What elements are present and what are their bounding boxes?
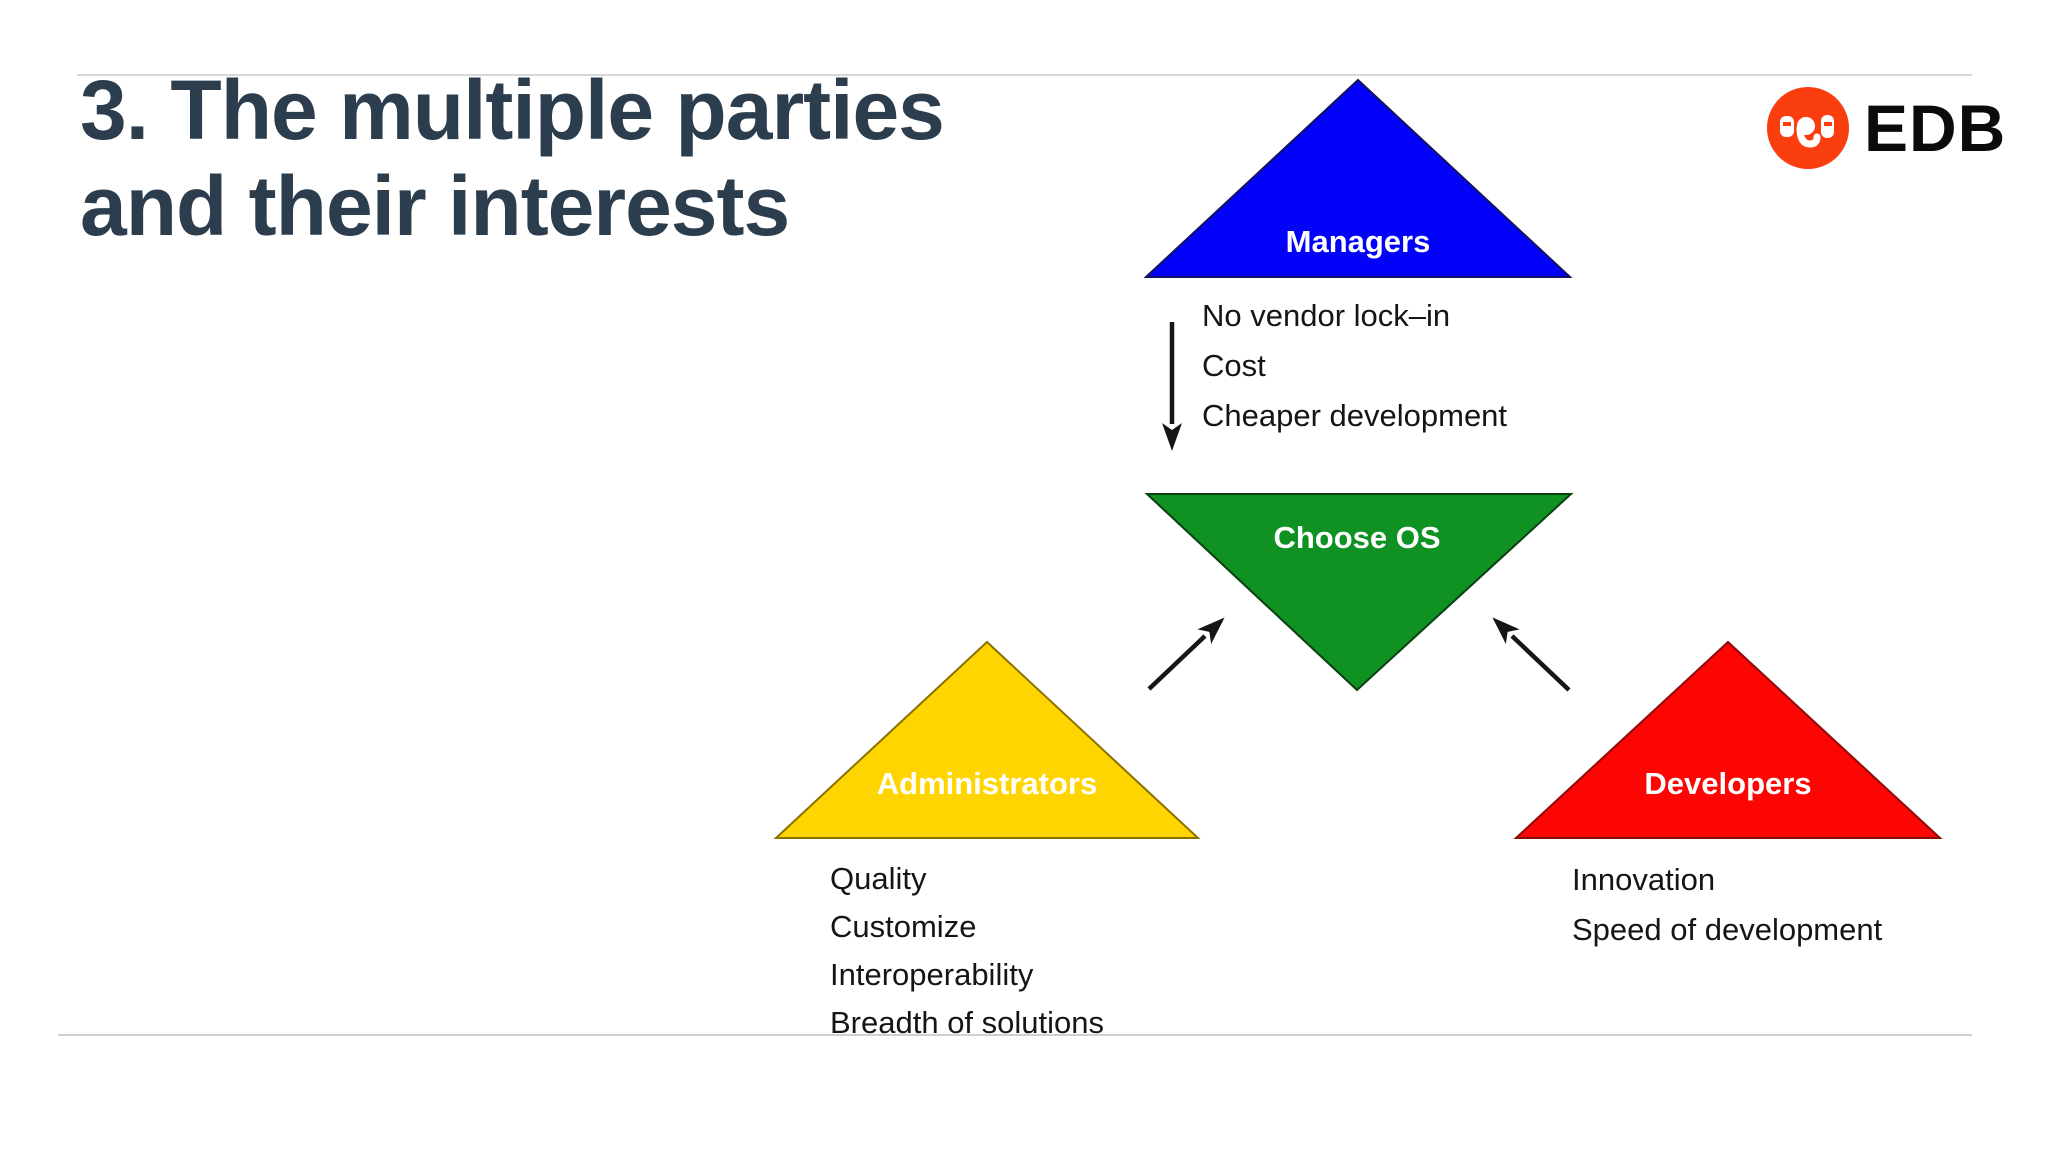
interest-item: Cheaper development: [1202, 398, 1508, 433]
developers-label: Developers: [1644, 766, 1811, 801]
interest-item: Innovation: [1572, 862, 1716, 897]
edb-logo-text: EDB: [1864, 91, 2007, 165]
interest-item: Breadth of solutions: [830, 1005, 1105, 1040]
chooseos-label: Choose OS: [1273, 520, 1440, 555]
developers-to-chooseos-arrow: [1492, 617, 1571, 692]
developers-triangle: [1513, 640, 1943, 839]
managers-label: Managers: [1286, 224, 1431, 259]
edb-logo: EDB: [1766, 86, 2006, 170]
slide-title-line2: and their interests: [80, 159, 790, 253]
interest-item: Customize: [830, 909, 977, 944]
administrators-triangle: [773, 640, 1201, 839]
bottom-divider: [58, 1034, 1972, 1036]
interest-item: Cost: [1202, 348, 1266, 383]
developers-interests-list: Innovation Speed of development: [1572, 855, 1882, 955]
interest-item: Quality: [830, 861, 927, 896]
managers-triangle: [1143, 78, 1573, 278]
administrators-label: Administrators: [877, 766, 1097, 801]
administrators-to-chooseos-arrow: [1147, 617, 1225, 691]
top-divider: [77, 74, 1972, 76]
interest-item: Interoperability: [830, 957, 1034, 992]
interest-item: No vendor lock–in: [1202, 298, 1451, 333]
managers-interests-list: No vendor lock–in Cost Cheaper developme…: [1202, 291, 1507, 441]
slide-title-line1: 3. The multiple parties: [80, 63, 945, 157]
edb-elephant-icon: [1767, 87, 1849, 169]
administrators-interests-list: Quality Customize Interoperability Bread…: [830, 855, 1104, 1047]
slide-title: 3. The multiple parties and their intere…: [80, 62, 945, 254]
chooseos-triangle: [1144, 493, 1574, 692]
interest-item: Speed of development: [1572, 912, 1883, 947]
